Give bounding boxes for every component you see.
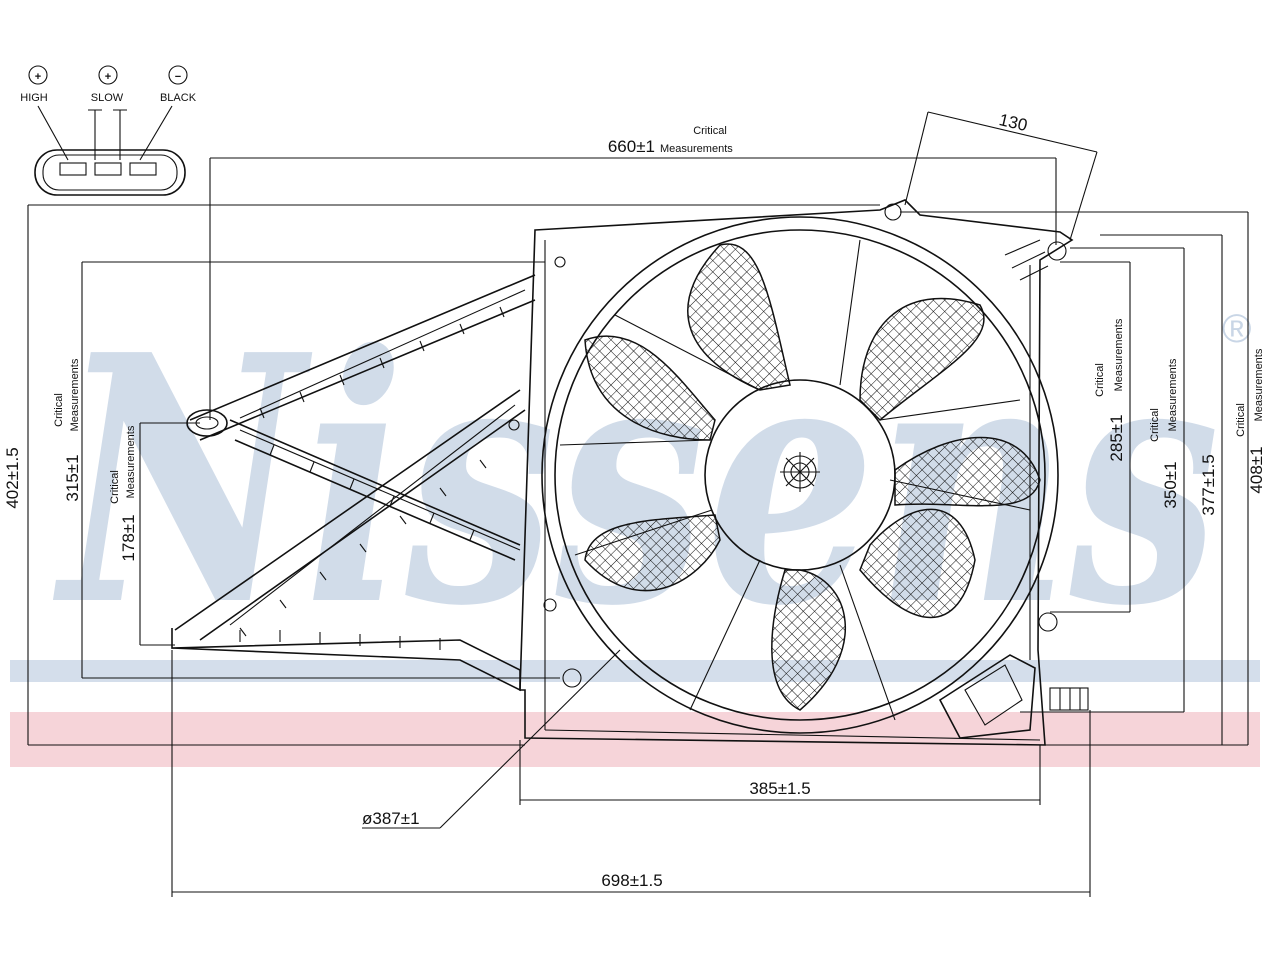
connector: + + − HIGH SLOW BLACK (20, 65, 197, 196)
shroud-mount-hole (884, 203, 902, 221)
pin-high-symbol: + (35, 71, 41, 83)
connector-terminal (59, 162, 87, 176)
fan-blade (771, 569, 847, 711)
right-critical-3-note: Critical (1235, 403, 1247, 437)
mounting-bracket (171, 274, 536, 692)
fan-ring-inner (554, 229, 1046, 721)
right-critical-3-measurements: Measurements (1253, 348, 1265, 421)
right-critical-1-measurements: Measurements (1113, 318, 1125, 391)
dimension-fan-diameter: ø387±1 (362, 649, 621, 829)
dimension-right-critical-1: Critical 285±1 Measurements (1050, 261, 1131, 613)
pin-high-circle (28, 65, 48, 85)
right-critical-1-note: Critical (1094, 363, 1106, 397)
shroud-mount-hole (1038, 612, 1058, 632)
shroud-mount-hole (562, 668, 582, 688)
left-critical-measurements: Measurements (69, 358, 81, 431)
fan-ring-outer (541, 216, 1059, 734)
fan-diameter-value: ø387±1 (362, 809, 420, 828)
pin-slow-circle (98, 65, 118, 85)
shroud-mount-hole (1047, 241, 1067, 261)
right-critical-1-value: 285±1 (1107, 414, 1126, 461)
watermark-registered: ® (1222, 307, 1251, 351)
fan-blade (584, 335, 716, 441)
pin-high-label: HIGH (20, 92, 48, 104)
dimension-left-critical: Critical 315±1 Measurements (53, 261, 560, 679)
resistor-module (938, 654, 1036, 739)
fan-blade (859, 297, 985, 422)
dimension-overall-width: 698±1.5 (171, 650, 1091, 897)
connector-terminal (129, 162, 157, 176)
fan (541, 216, 1059, 741)
dimension-shroud-width: 385±1.5 (519, 740, 1041, 805)
pin-slow-symbol: + (105, 71, 111, 83)
dimension-right-height: 377±1.5 (1040, 234, 1223, 746)
fan-blade (859, 508, 976, 619)
top-critical-note: Critical (693, 125, 727, 137)
fan-spokes (559, 239, 1031, 721)
right-critical-2-value: 350±1 (1161, 461, 1180, 508)
overall-width-value: 698±1.5 (601, 871, 662, 890)
pin-black-label: BLACK (160, 92, 197, 104)
offset-value: 130 (997, 110, 1029, 135)
fan-hub (704, 379, 896, 571)
right-critical-2-measurements: Measurements (1167, 358, 1179, 431)
shroud-width-value: 385±1.5 (749, 779, 810, 798)
wire-clip (1049, 687, 1089, 711)
dimension-right-critical-2: Critical 350±1 Measurements (1020, 247, 1185, 713)
pin-black-symbol: − (175, 71, 181, 83)
connector-terminal (94, 162, 122, 176)
left-critical-note: Critical (53, 393, 65, 427)
left-critical-value: 315±1 (63, 454, 82, 501)
connector-housing (34, 149, 186, 196)
right-critical-3-value: 408±1 (1247, 446, 1266, 493)
fan-blade (687, 243, 791, 391)
left-critical-2-value: 178±1 (119, 514, 138, 561)
pin-slow-label: SLOW (91, 92, 124, 104)
dimension-offset: 130 (904, 110, 1098, 241)
right-height-value: 377±1.5 (1199, 454, 1218, 515)
left-height-value: 402±1.5 (3, 447, 22, 508)
dimension-right-critical-3: Critical 408±1 Measurements (900, 211, 1266, 746)
left-critical-2-measurements: Measurements (125, 425, 137, 498)
top-width-value: 660±1 (608, 137, 655, 156)
dimension-left-height: 402±1.5 (3, 204, 880, 746)
fan-blade (584, 514, 721, 592)
fan-blades (584, 243, 1041, 711)
bracket-mount-hole (186, 409, 228, 437)
right-critical-2-note: Critical (1149, 408, 1161, 442)
top-measurements-note: Measurements (660, 143, 733, 155)
dimension-left-critical-2: Critical 178±1 Measurements (109, 422, 200, 646)
dimension-top-width: Critical 660±1 Measurements (209, 125, 1057, 420)
watermark-band-blue (10, 660, 1260, 682)
pin-black-circle (168, 65, 188, 85)
left-critical-2-note: Critical (109, 470, 121, 504)
